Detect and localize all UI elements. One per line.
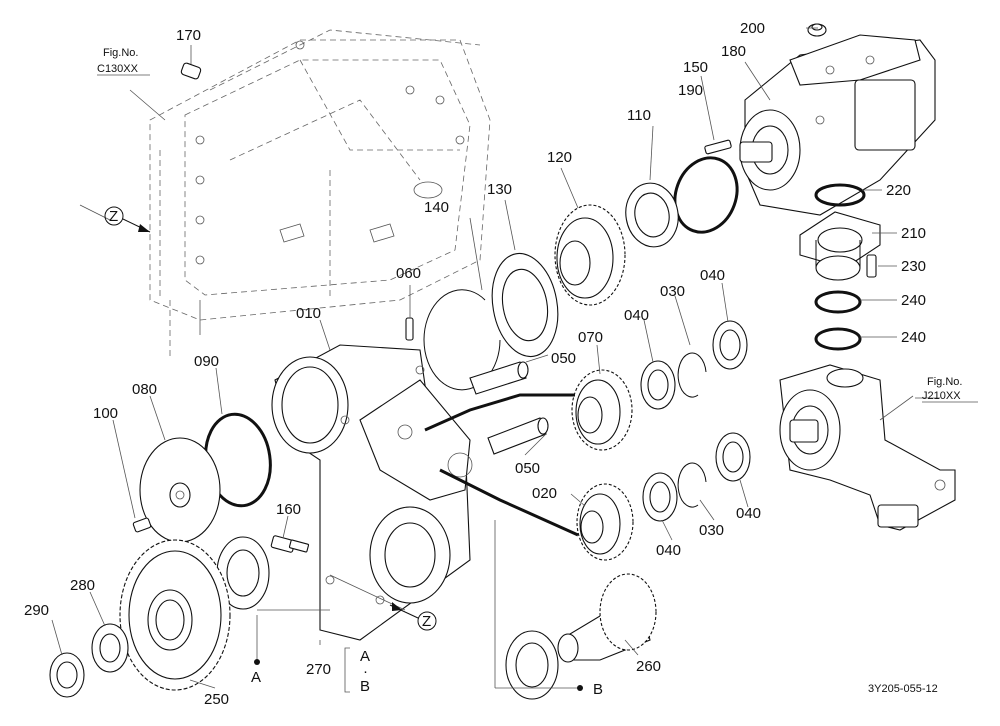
label-260: 260 xyxy=(636,658,661,675)
label-040-b: 040 xyxy=(624,307,649,324)
label-290: 290 xyxy=(24,602,49,619)
nut-290 xyxy=(49,652,85,698)
fig-ref-1-code: C130XX xyxy=(97,63,139,75)
gear-020 xyxy=(576,483,634,561)
label-100: 100 xyxy=(93,405,118,422)
label-280: 280 xyxy=(70,577,95,594)
pin-050-lower xyxy=(487,417,549,455)
pin-060 xyxy=(405,317,414,341)
bearing-040d xyxy=(715,432,751,482)
transmission-case-ghost xyxy=(149,29,491,360)
label-270: 270 xyxy=(306,661,331,678)
marker-z-top: Z xyxy=(109,208,118,225)
fig-ref-2-title: Fig.No. xyxy=(927,376,962,388)
marker-a-dot xyxy=(254,659,260,665)
bolt-100 xyxy=(132,517,152,533)
o-ring-240a xyxy=(814,290,862,314)
label-240-lower: 240 xyxy=(901,329,926,346)
assembly-lines xyxy=(79,204,580,689)
bearing-110 xyxy=(625,182,679,248)
label-250: 250 xyxy=(204,691,229,708)
fig-ref-1-title: Fig.No. xyxy=(103,47,138,59)
label-140: 140 xyxy=(424,199,449,216)
fig-ref-2-code: J210XX xyxy=(922,390,961,402)
bearing-a xyxy=(216,536,270,610)
label-070: 070 xyxy=(578,329,603,346)
elbow-housing xyxy=(779,364,956,531)
label-240-upper: 240 xyxy=(901,292,926,309)
marker-b: B xyxy=(593,681,603,698)
z-marker-bottom xyxy=(389,602,437,631)
bearing-b xyxy=(505,630,559,700)
gear-case-010 xyxy=(271,344,473,641)
snap-ring-030a xyxy=(677,352,707,398)
label-040-a: 040 xyxy=(700,267,725,284)
gear-250 xyxy=(119,539,231,691)
label-080: 080 xyxy=(132,381,157,398)
marker-270-dot: · xyxy=(363,663,368,680)
label-050-upper: 050 xyxy=(551,350,576,367)
snap-ring-030b xyxy=(677,462,707,508)
label-180: 180 xyxy=(721,43,746,60)
drawing-code: 3Y205-055-12 xyxy=(868,683,938,695)
o-ring-190 xyxy=(673,156,739,234)
label-150: 150 xyxy=(683,59,708,76)
bolt-160 xyxy=(270,535,310,553)
label-130: 130 xyxy=(487,181,512,198)
stud-150 xyxy=(704,139,732,155)
label-060: 060 xyxy=(396,265,421,282)
washer-280 xyxy=(91,623,129,673)
bearing-040b xyxy=(712,320,748,370)
leader-lines xyxy=(51,27,940,689)
gear-070 xyxy=(571,369,633,451)
gear-120 xyxy=(554,204,626,306)
pin-170 xyxy=(180,62,202,80)
bolt-230 xyxy=(866,254,877,278)
label-160: 160 xyxy=(276,501,301,518)
plug-200 xyxy=(807,23,827,37)
label-190: 190 xyxy=(678,82,703,99)
hydraulic-pump xyxy=(739,34,936,216)
bearing-040a xyxy=(640,360,676,410)
cover-080 xyxy=(139,437,221,543)
bearing-040c xyxy=(642,472,678,522)
label-030-a: 030 xyxy=(660,283,685,300)
o-ring-240b xyxy=(814,327,862,351)
label-020: 020 xyxy=(532,485,557,502)
marker-270-b: B xyxy=(360,678,370,695)
label-210: 210 xyxy=(901,225,926,242)
label-170: 170 xyxy=(176,27,201,44)
label-010: 010 xyxy=(296,305,321,322)
label-200: 200 xyxy=(740,20,765,37)
marker-z-bottom: Z xyxy=(422,613,431,630)
marker-270-a: A xyxy=(360,648,370,665)
label-230: 230 xyxy=(901,258,926,275)
label-030-b: 030 xyxy=(699,522,724,539)
bracket-270 xyxy=(344,647,350,693)
label-120: 120 xyxy=(547,149,572,166)
z-marker-top xyxy=(104,206,151,233)
shaft-260 xyxy=(557,573,657,663)
label-050-lower: 050 xyxy=(515,460,540,477)
marker-b-dot xyxy=(577,685,583,691)
housing-leaders xyxy=(129,89,201,335)
o-ring-220 xyxy=(814,183,866,207)
label-040-c: 040 xyxy=(736,505,761,522)
label-040-d: 040 xyxy=(656,542,681,559)
flange-210 xyxy=(799,211,881,281)
pin-050-upper xyxy=(469,361,529,395)
bearing-130 xyxy=(491,252,559,358)
label-090: 090 xyxy=(194,353,219,370)
label-220: 220 xyxy=(886,182,911,199)
marker-a: A xyxy=(251,669,261,686)
label-110: 110 xyxy=(627,107,651,124)
